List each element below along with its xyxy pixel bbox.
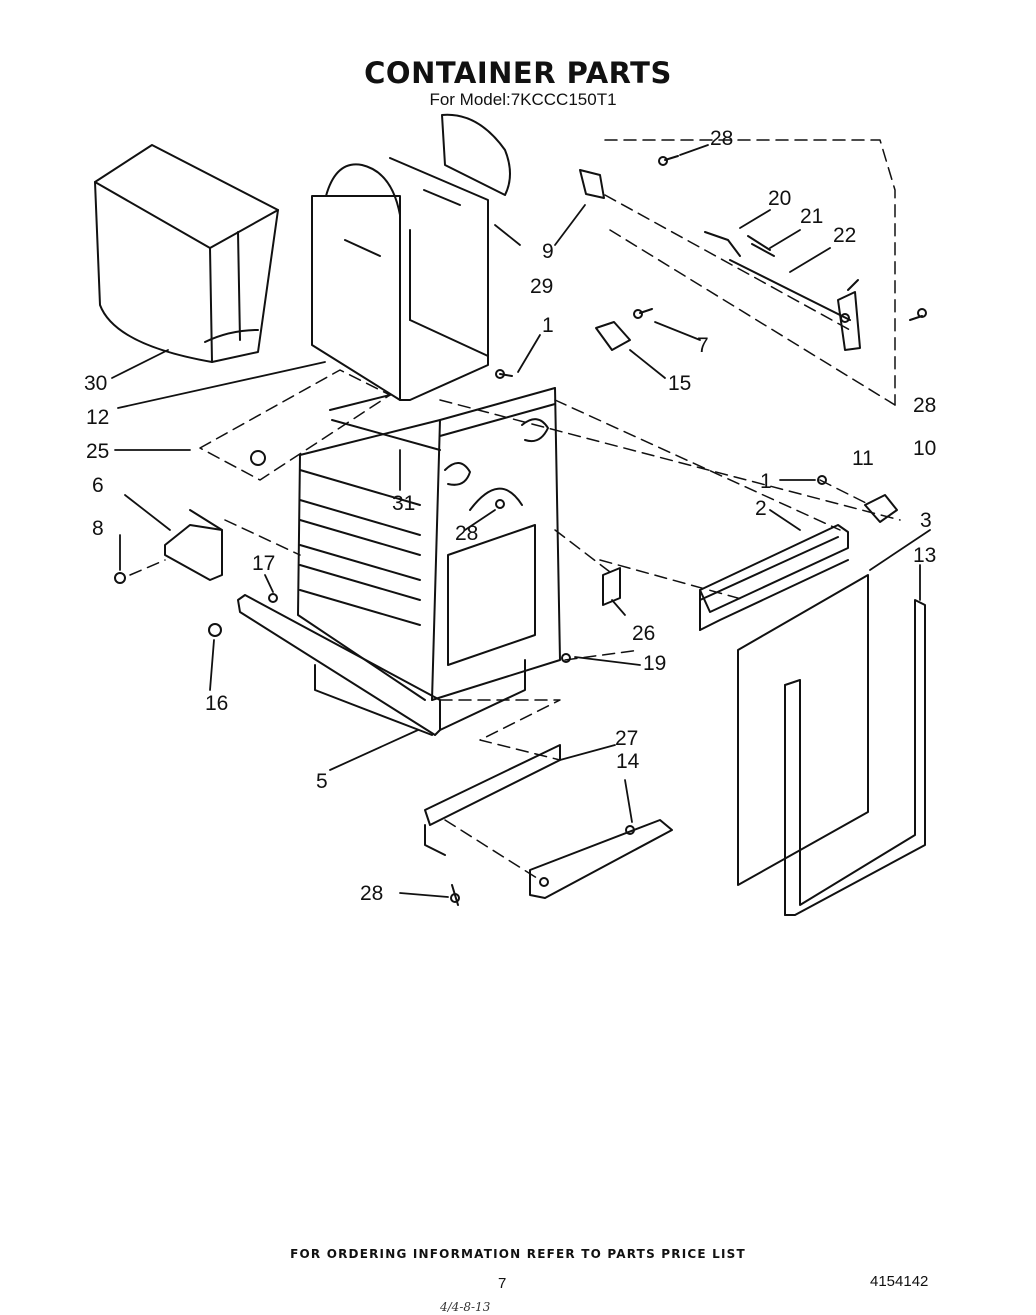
callout-label: 29 [530, 275, 553, 298]
model-subtitle: For Model:7KCCC150T1 [429, 90, 617, 109]
callout-label: 28 [913, 394, 936, 417]
door-panel-part [737, 574, 869, 886]
callout-labels: 28 20 21 22 9 29 1 7 15 30 12 28 25 31 1… [84, 127, 936, 905]
bracket-11-part [864, 494, 898, 523]
fasteners [114, 155, 927, 906]
callout-label: 10 [913, 437, 936, 460]
callout-label: 6 [92, 474, 104, 497]
bag-liner-part [311, 113, 511, 401]
callout-label: 21 [800, 205, 823, 228]
bracket-15-part [595, 321, 631, 351]
callout-label: 25 [86, 440, 109, 463]
page-number: 7 [498, 1275, 507, 1292]
bracket-26-part [602, 567, 621, 606]
callout-label: 1 [542, 314, 554, 337]
handwritten-note: 4/4-8-13 [440, 1300, 491, 1314]
callout-label: 28 [455, 522, 478, 545]
callout-label: 8 [92, 517, 104, 540]
ordering-info-note: FOR ORDERING INFORMATION REFER TO PARTS … [290, 1247, 746, 1261]
callout-label: 13 [913, 544, 936, 567]
callout-label: 9 [542, 240, 554, 263]
leader-arrows [111, 144, 931, 898]
container-cabinet-part [297, 387, 561, 701]
callout-label: 19 [643, 652, 666, 675]
callout-label: 3 [920, 509, 932, 532]
callout-label: 30 [84, 372, 107, 395]
callout-label: 28 [710, 127, 733, 150]
latch-assembly-part [579, 169, 861, 351]
callout-label: 14 [616, 750, 640, 773]
dashed-guide-lines [129, 139, 901, 881]
trash-bag-part [94, 144, 279, 363]
callout-label: 16 [205, 692, 228, 715]
document-number: 4154142 [870, 1273, 929, 1290]
callout-label: 17 [252, 552, 275, 575]
callout-label: 5 [316, 770, 328, 793]
door-frame-part [784, 599, 926, 916]
page-title: CONTAINER PARTS [364, 56, 672, 90]
callout-label: 26 [632, 622, 655, 645]
callout-label: 22 [833, 224, 856, 247]
hinge-bracket-part [164, 509, 223, 581]
callout-label: 7 [697, 334, 709, 357]
callout-label: 11 [852, 447, 874, 470]
rail-part [699, 524, 849, 631]
callout-label: 20 [768, 187, 791, 210]
callout-label: 12 [86, 406, 109, 429]
callout-label: 1 [760, 470, 772, 493]
callout-label: 2 [755, 497, 767, 520]
callout-label: 31 [392, 492, 415, 515]
base-rail-part [237, 594, 526, 736]
callout-label: 27 [615, 727, 638, 750]
callout-label: 28 [360, 882, 383, 905]
callout-label: 15 [668, 372, 691, 395]
